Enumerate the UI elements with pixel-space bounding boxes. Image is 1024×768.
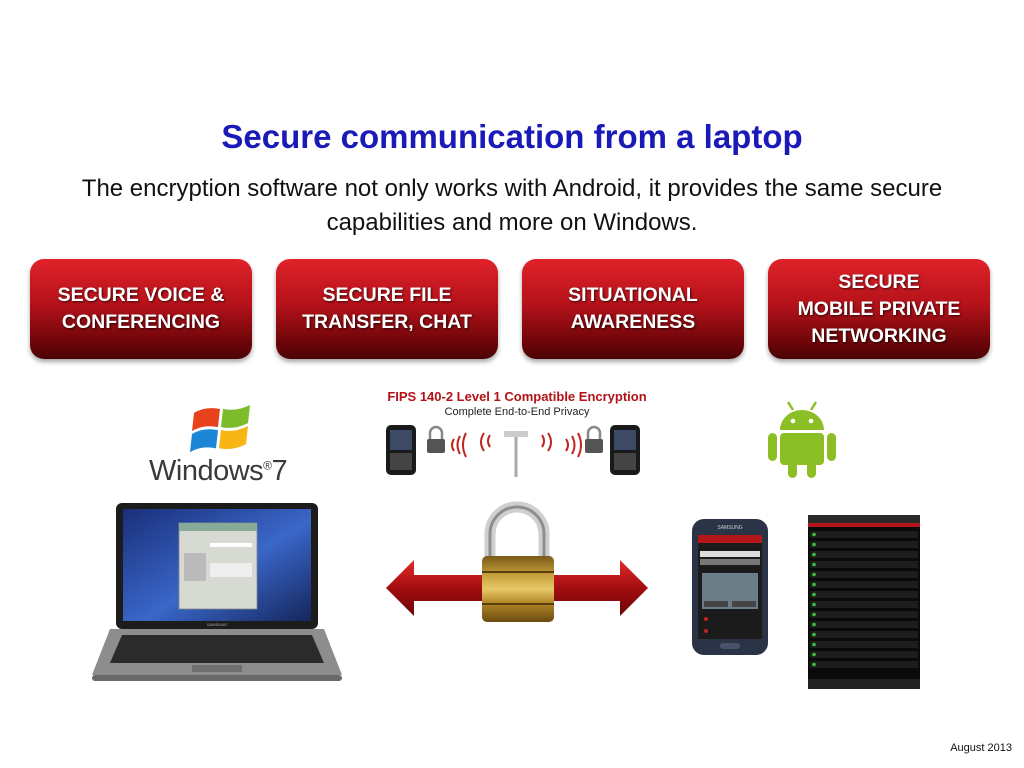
windows-wordmark: Windows®7: [149, 455, 288, 487]
feature-mobile-private-networking: SECURE MOBILE PRIVATE NETWORKING: [768, 259, 990, 359]
slide-subtitle: The encryption software not only works w…: [81, 175, 943, 236]
windows-version: 7: [271, 455, 288, 487]
padlock-icon: [427, 425, 445, 453]
feature-label: SECURE FILE TRANSFER, CHAT: [302, 284, 472, 333]
padlock-icon: [482, 501, 554, 622]
slide-title: Secure communication from a laptop: [221, 118, 803, 155]
padlock-icon: [585, 425, 603, 453]
fips-encryption-graphic: [386, 425, 640, 477]
feature-secure-voice: SECURE VOICE & CONFERENCING: [30, 259, 252, 359]
fips-title: FIPS 140-2 Level 1 Compatible Encryption: [387, 389, 647, 404]
padlock-double-arrow-image: [386, 501, 648, 622]
laptop-image: SAMSUNG: [92, 503, 342, 681]
radio-tower-icon: [480, 431, 552, 477]
smartphone-image: SAMSUNG: [692, 519, 768, 655]
feature-label: SECURE MOBILE PRIVATE NETWORKING: [797, 270, 961, 347]
windows-logo-icon: [190, 404, 250, 453]
tablet-screen-image: [808, 515, 920, 689]
smartphone-icon: [386, 425, 416, 475]
windows-wordmark-text: Windows: [149, 455, 264, 487]
laptop-brand-text: SAMSUNG: [207, 622, 227, 627]
fips-subtitle: Complete End-to-End Privacy: [444, 406, 590, 418]
feature-label: SECURE VOICE & CONFERENCING: [57, 284, 225, 333]
feature-situational-awareness: SITUATIONAL AWARENESS: [522, 259, 744, 359]
smartphone-icon: [610, 425, 640, 475]
footer-date: August 2013: [950, 742, 1012, 754]
feature-label: SITUATIONAL AWARENESS: [568, 284, 698, 333]
feature-secure-file: SECURE FILE TRANSFER, CHAT: [276, 259, 498, 359]
android-icon: [768, 401, 836, 478]
phone-brand-text: SAMSUNG: [717, 525, 742, 531]
